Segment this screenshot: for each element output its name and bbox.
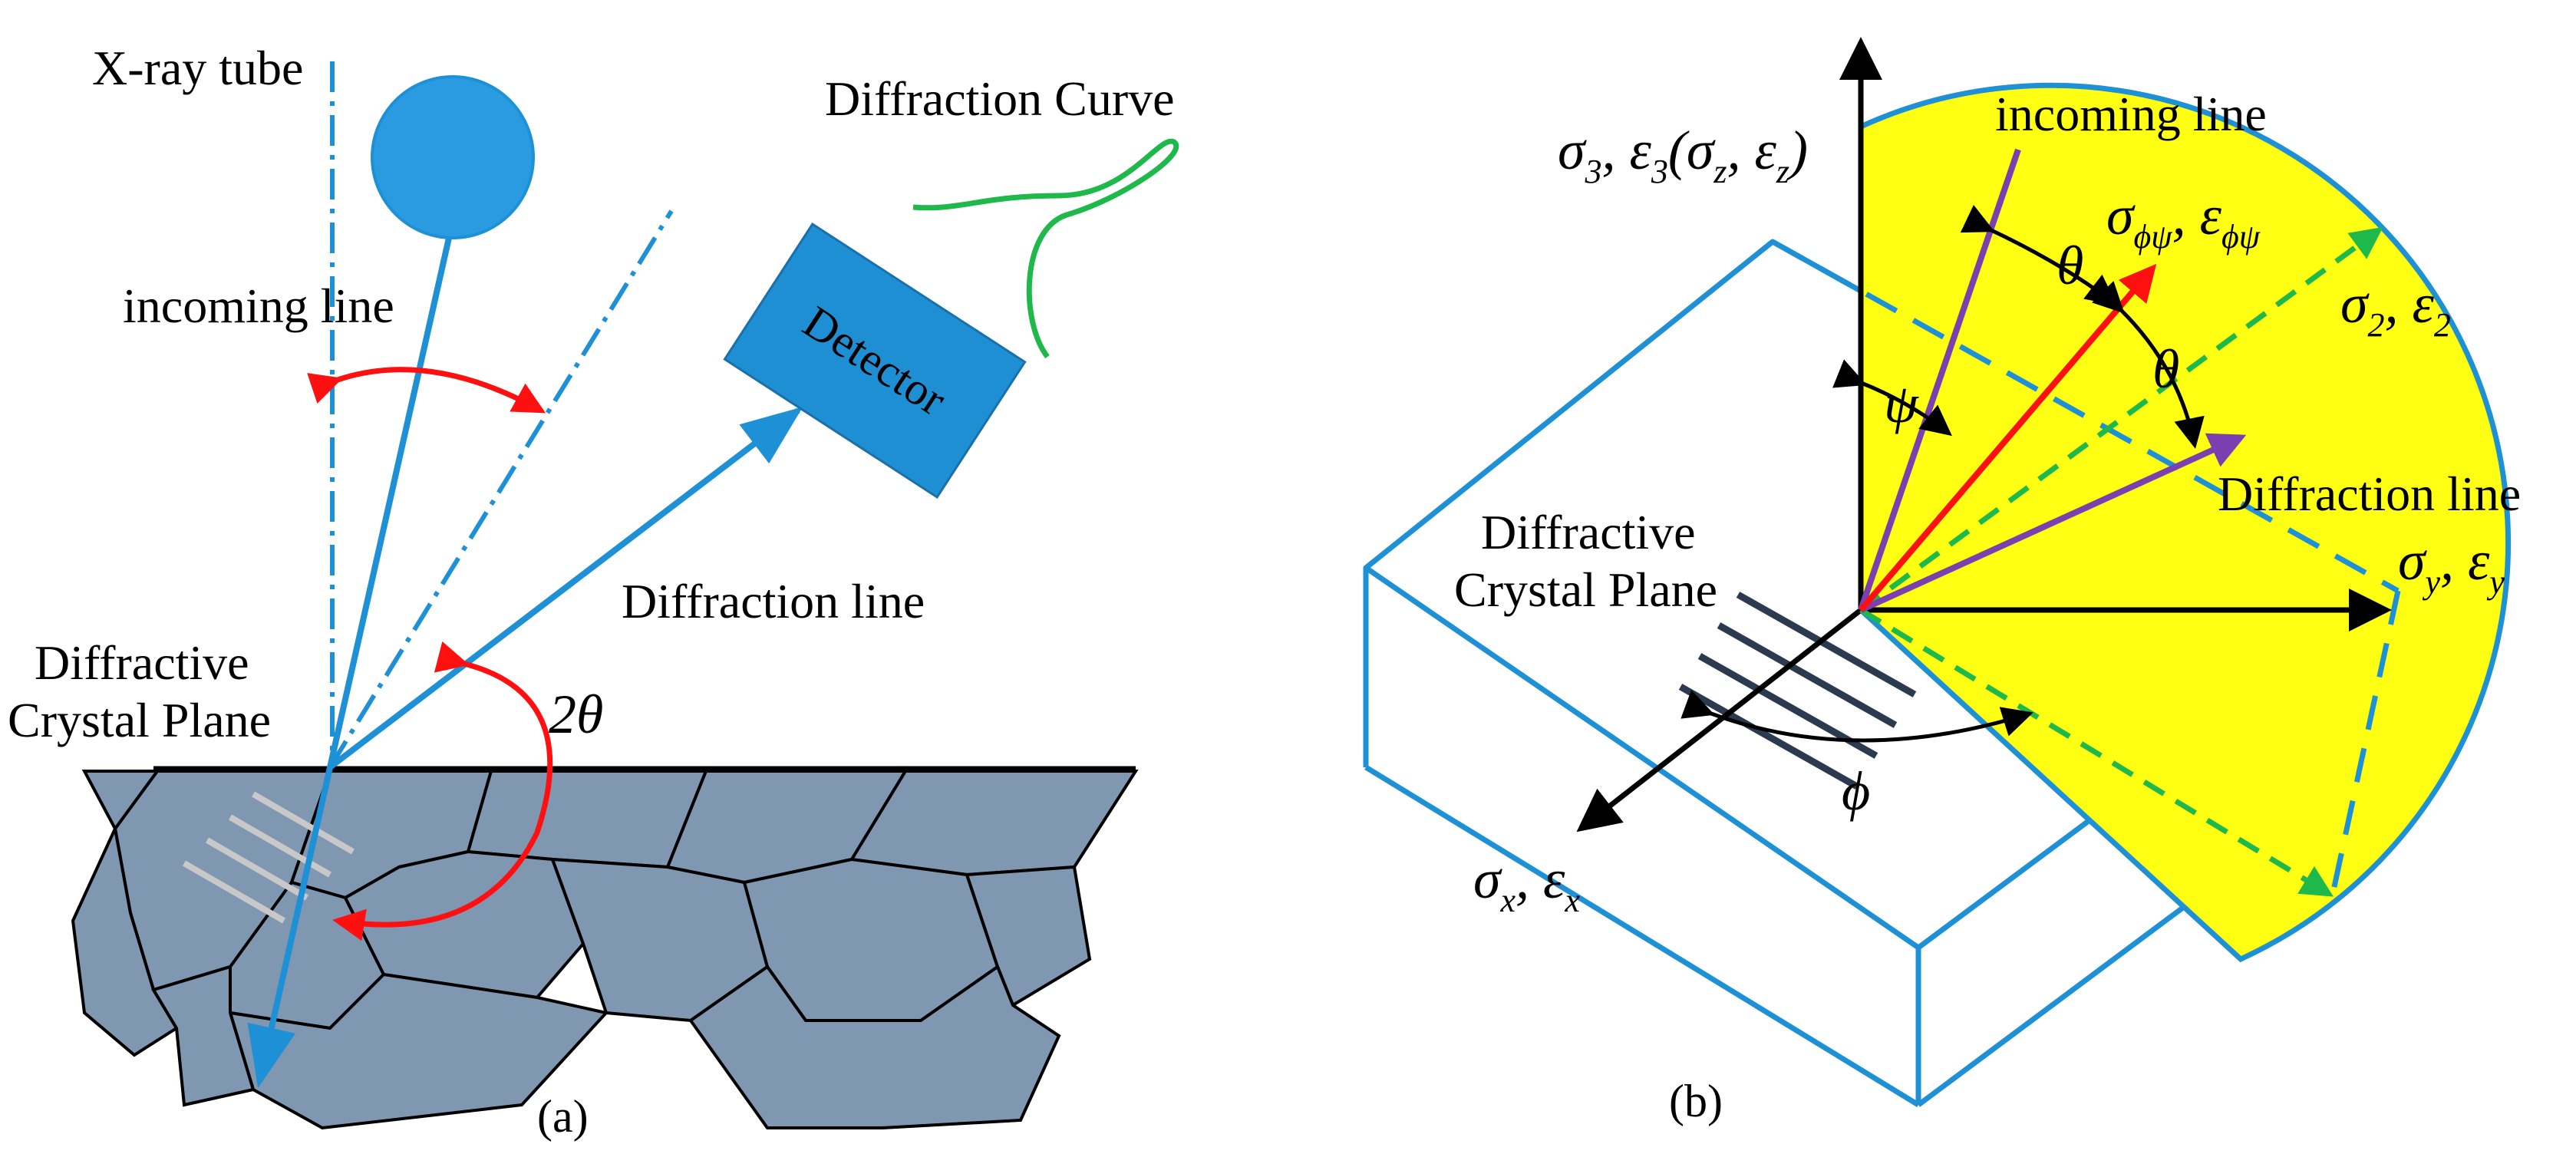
sigma2-axis (1859, 226, 2383, 612)
incoming-line-label-a: incoming line (123, 279, 394, 333)
panel-b: incoming line Diffraction line Diffracti… (1363, 37, 2521, 1126)
two-theta-arc (332, 641, 553, 941)
caption-a: (a) (537, 1091, 589, 1142)
xray-tube-icon (371, 75, 535, 239)
crystal-plane-label-b-1: Diffractive (1481, 505, 1696, 559)
crystal-plane-label-a-2: Crystal Plane (8, 693, 271, 747)
two-theta-label: 2θ (549, 684, 603, 745)
diffraction-line-label-a: Diffraction line (622, 574, 925, 628)
sigma2-label: σ2, ε2 (2340, 273, 2451, 344)
sigma-y-label: σy, εy (2398, 530, 2505, 601)
diffraction-line-label-b: Diffraction line (2218, 467, 2521, 521)
crystal-plane-label-b-2: Crystal Plane (1454, 562, 1717, 617)
incidence-angle-arrow (307, 367, 546, 414)
sigma-phipsi-label: σϕψ, εϕψ (2106, 185, 2261, 256)
theta-label-lower: θ (2152, 338, 2179, 400)
detector-icon: Detector (723, 222, 1027, 500)
hidden-edges (1771, 239, 2401, 895)
theta-arc-lower (2092, 281, 2205, 449)
phi-arc (1681, 690, 2033, 743)
sigma-x-label: σx, εx (1473, 849, 1580, 919)
theta-label-upper: θ (2057, 235, 2083, 296)
projection-axis (1859, 608, 2334, 897)
psi-arc (1832, 359, 1952, 437)
diffraction-curve-label: Diffraction Curve (825, 71, 1175, 126)
sigma3-label: σ3, ε3(σz, εz) (1558, 120, 1808, 190)
crystal-plane-label-a-1: Diffractive (35, 635, 249, 690)
xray-tube-label: X-ray tube (92, 41, 303, 95)
diffraction-curve-icon (912, 138, 1179, 359)
sigma-x-axis (1576, 608, 1863, 833)
psi-label: ψ (1884, 373, 1919, 434)
phi-label: ϕ (1842, 760, 1870, 822)
diffracted-beam-b (1859, 433, 2247, 613)
crystal-grains (71, 770, 1139, 1130)
caption-b: (b) (1669, 1076, 1723, 1126)
panel-a: Detector X-ray tube Diffraction Curve in… (8, 41, 1179, 1142)
incoming-line-label-b: incoming line (1995, 87, 2267, 141)
